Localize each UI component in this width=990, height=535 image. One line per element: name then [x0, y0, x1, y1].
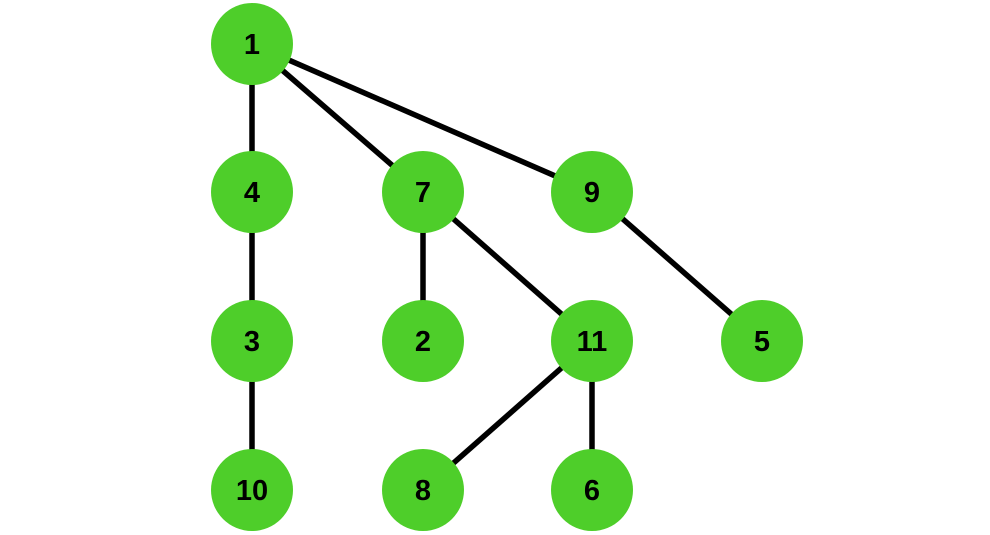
graph-node-circle-3[interactable]: [211, 300, 293, 382]
graph-node-7[interactable]: 7: [382, 151, 464, 233]
graph-node-circle-9[interactable]: [551, 151, 633, 233]
graph-node-circle-11[interactable]: [551, 300, 633, 382]
graph-node-5[interactable]: 5: [721, 300, 803, 382]
graph-edge-9-5: [618, 214, 736, 319]
graph-edge-1-7: [278, 66, 397, 170]
graph-node-1[interactable]: 1: [211, 3, 293, 85]
graph-node-circle-5[interactable]: [721, 300, 803, 382]
graph-edge-1-9: [285, 56, 559, 180]
graph-node-circle-1[interactable]: [211, 3, 293, 85]
graph-node-circle-2[interactable]: [382, 300, 464, 382]
graph-edge-7-11: [449, 215, 566, 318]
graph-node-circle-4[interactable]: [211, 151, 293, 233]
graph-edge-11-8: [449, 364, 566, 467]
graph-node-circle-7[interactable]: [382, 151, 464, 233]
graph-node-4[interactable]: 4: [211, 151, 293, 233]
graph-node-8[interactable]: 8: [382, 449, 464, 531]
edge-layer: [249, 56, 736, 467]
graph-node-6[interactable]: 6: [551, 449, 633, 531]
graph-node-circle-10[interactable]: [211, 449, 293, 531]
graph-node-9[interactable]: 9: [551, 151, 633, 233]
graph-node-circle-8[interactable]: [382, 449, 464, 531]
graph-node-11[interactable]: 11: [551, 300, 633, 382]
graph-node-2[interactable]: 2: [382, 300, 464, 382]
graph-node-3[interactable]: 3: [211, 300, 293, 382]
graph-node-10[interactable]: 10: [211, 449, 293, 531]
graph-node-circle-6[interactable]: [551, 449, 633, 531]
